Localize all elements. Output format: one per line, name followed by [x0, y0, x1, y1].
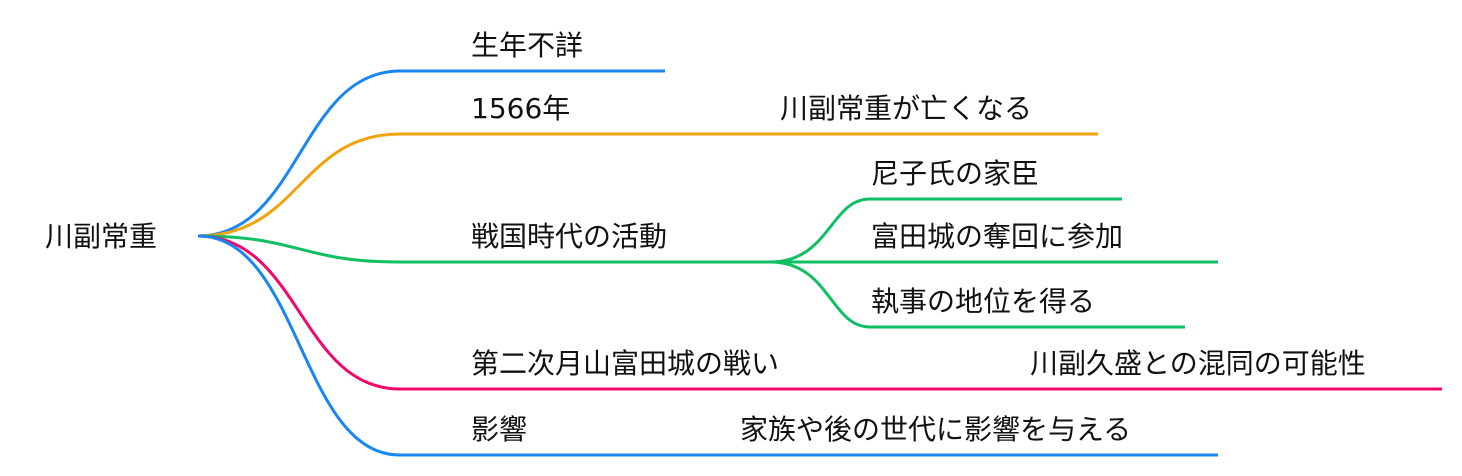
edge-root-influence [197, 234, 1218, 457]
leaf-node-amago[interactable]: 尼子氏の家臣 [871, 157, 1040, 190]
edge-root-sengoku [197, 234, 770, 264]
edge-sengoku-shitsuji [769, 260, 1185, 329]
branch-node-influence[interactable]: 影響 [471, 413, 528, 446]
leaf-node-confusion[interactable]: 川副久盛との混同の可能性 [1030, 347, 1366, 380]
branch-node-birth[interactable]: 生年不詳 [471, 29, 584, 62]
branch-node-battle[interactable]: 第二次月山富田城の戦い [471, 347, 780, 380]
branch-node-sengoku[interactable]: 戦国時代の活動 [471, 220, 668, 253]
leaf-node-legacy[interactable]: 家族や後の世代に影響を与える [740, 413, 1132, 446]
leaf-node-shitsuji[interactable]: 執事の地位を得る [871, 285, 1096, 318]
edge-sengoku-amago [769, 197, 1122, 264]
edge-root-birth [197, 69, 665, 238]
leaf-node-death[interactable]: 川副常重が亡くなる [780, 92, 1033, 125]
leaf-node-toda[interactable]: 富田城の奪回に参加 [871, 220, 1124, 253]
root-node[interactable]: 川副常重 [45, 220, 158, 253]
branch-node-1566[interactable]: 1566年 [471, 92, 571, 125]
edge-root-1566 [197, 132, 1098, 238]
edge-root-battle [197, 234, 1442, 391]
